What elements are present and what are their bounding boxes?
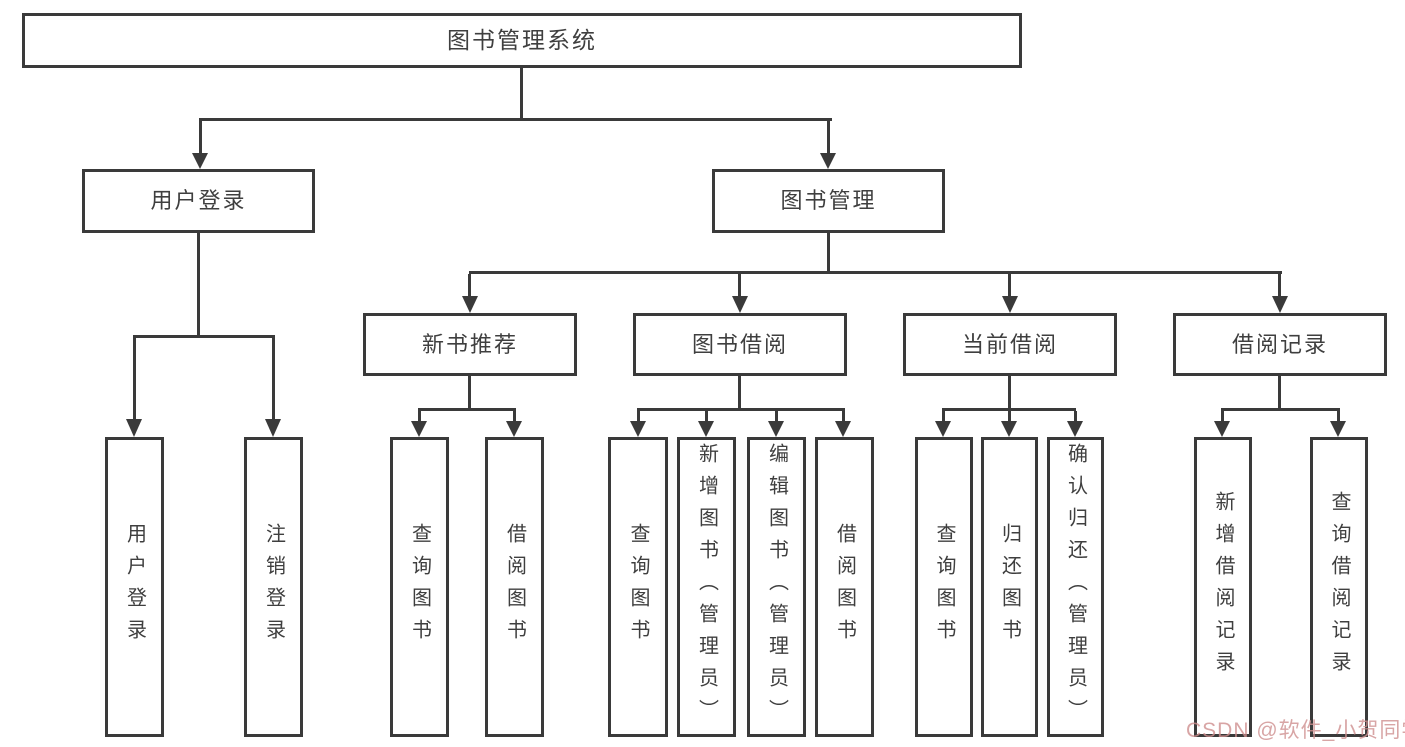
connector-line	[1278, 274, 1281, 296]
leaf-label: 查询图书	[933, 523, 955, 651]
arrow-down-icon	[265, 419, 281, 437]
node-label: 当前借阅	[961, 331, 1058, 357]
connector-line	[133, 335, 275, 338]
connector-line	[197, 233, 200, 338]
connector-line	[199, 118, 832, 121]
leaf-label: 用户登录	[123, 523, 146, 651]
node-new-book-recommend: 新书推荐	[363, 313, 577, 376]
node-user-login-branch: 用户登录	[82, 169, 315, 233]
arrow-down-icon	[411, 421, 427, 437]
node-label: 图书管理	[780, 188, 877, 213]
arrow-down-icon	[820, 153, 836, 169]
leaf-label: 查询图书	[408, 523, 431, 651]
arrow-down-icon	[506, 421, 522, 437]
leaf-label: 借阅图书	[833, 523, 856, 651]
leaf-label: 编辑图书（管理员）	[765, 443, 788, 731]
connector-line	[1221, 411, 1224, 421]
connector-line	[637, 411, 640, 421]
leaf-user-login: 用户登录	[105, 437, 164, 737]
node-label: 图书管理系统	[447, 27, 597, 53]
connector-line	[738, 274, 741, 296]
arrow-down-icon	[462, 296, 478, 313]
node-label: 借阅记录	[1231, 331, 1328, 357]
leaf-label: 确认归还（管理员）	[1064, 443, 1087, 731]
leaf-logout: 注销登录	[244, 437, 303, 737]
connector-line	[1008, 411, 1011, 421]
connector-line	[1008, 274, 1011, 296]
connector-line	[469, 271, 1282, 274]
leaf-confirm-return-admin: 确认归还（管理员）	[1047, 437, 1104, 737]
connector-line	[842, 411, 845, 421]
leaf-label: 归还图书	[998, 523, 1021, 651]
connector-line	[199, 121, 202, 153]
node-book-borrowing: 图书借阅	[633, 313, 847, 376]
arrow-down-icon	[1067, 421, 1083, 437]
connector-line	[520, 68, 523, 121]
connector-line	[1221, 408, 1340, 411]
leaf-label: 查询借阅记录	[1328, 491, 1350, 683]
connector-line	[775, 411, 778, 421]
arrow-down-icon	[835, 421, 851, 437]
connector-line	[827, 233, 830, 274]
leaf-edit-books-admin: 编辑图书（管理员）	[747, 437, 806, 737]
connector-line	[942, 408, 1076, 411]
connector-line	[468, 376, 471, 408]
leaf-add-books-admin: 新增图书（管理员）	[677, 437, 736, 737]
node-library-management-system: 图书管理系统	[22, 13, 1022, 68]
connector-line	[1074, 411, 1077, 421]
node-label: 图书借阅	[691, 331, 788, 357]
node-current-borrowing: 当前借阅	[903, 313, 1117, 376]
connector-line	[705, 411, 708, 421]
node-borrowing-records: 借阅记录	[1173, 313, 1387, 376]
connector-line	[133, 338, 136, 419]
leaf-borrow-books-borrowing: 借阅图书	[815, 437, 874, 737]
leaf-label: 新增图书（管理员）	[695, 443, 718, 731]
leaf-search-borrow-record: 查询借阅记录	[1310, 437, 1368, 737]
arrow-down-icon	[1001, 421, 1017, 437]
connector-line	[942, 411, 945, 421]
arrow-down-icon	[1214, 421, 1230, 437]
connector-line	[418, 411, 421, 421]
leaf-borrow-books-recommend: 借阅图书	[485, 437, 544, 737]
arrow-down-icon	[732, 296, 748, 313]
leaf-search-books-current: 查询图书	[915, 437, 973, 737]
arrow-down-icon	[1330, 421, 1346, 437]
arrow-down-icon	[630, 421, 646, 437]
node-label: 用户登录	[150, 188, 247, 213]
leaf-return-books: 归还图书	[981, 437, 1038, 737]
arrow-down-icon	[126, 419, 142, 437]
leaf-label: 注销登录	[262, 523, 285, 651]
arrow-down-icon	[698, 421, 714, 437]
leaf-search-books-recommend: 查询图书	[390, 437, 449, 737]
connector-line	[418, 408, 516, 411]
connector-line	[1278, 376, 1281, 408]
arrow-down-icon	[935, 421, 951, 437]
arrow-down-icon	[1002, 296, 1018, 313]
leaf-label: 新增借阅记录	[1212, 491, 1234, 683]
connector-line	[468, 274, 471, 296]
arrow-down-icon	[192, 153, 208, 169]
connector-line	[272, 338, 275, 419]
arrow-down-icon	[1272, 296, 1288, 313]
leaf-label: 查询图书	[627, 523, 649, 651]
leaf-label: 借阅图书	[503, 523, 526, 651]
leaf-add-borrow-record: 新增借阅记录	[1194, 437, 1252, 737]
leaf-search-books-borrowing: 查询图书	[608, 437, 668, 737]
arrow-down-icon	[768, 421, 784, 437]
connector-line	[1008, 376, 1011, 408]
connector-line	[1337, 411, 1340, 421]
connector-line	[738, 376, 741, 408]
node-book-management-branch: 图书管理	[712, 169, 945, 233]
connector-line	[637, 408, 845, 411]
csdn-watermark: CSDN @软件_小贺同学	[1186, 719, 1405, 742]
node-label: 新书推荐	[421, 331, 518, 357]
connector-line	[513, 411, 516, 421]
connector-line	[827, 121, 830, 153]
